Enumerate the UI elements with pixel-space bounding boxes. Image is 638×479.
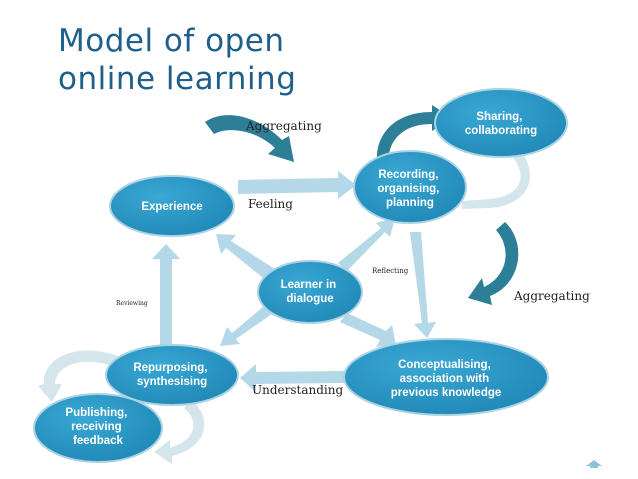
node-publishing-line-3: feedback bbox=[73, 435, 123, 447]
node-learner: Learner in dialogue bbox=[257, 260, 363, 324]
title-line-1: Model of open bbox=[58, 23, 285, 59]
arrow-experience-to-recording bbox=[238, 171, 356, 199]
corner-mark-icon bbox=[586, 460, 602, 468]
curve-recording-sharing-top bbox=[376, 105, 452, 168]
node-recording-line-1: Recording, bbox=[378, 169, 438, 181]
svg-text:Recording, organising,: Recording, organising, planning bbox=[377, 169, 442, 209]
arrow-learner-to-experience bbox=[216, 234, 275, 281]
curve-sharing-bottom bbox=[462, 150, 530, 209]
node-publishing-line-2: receiving bbox=[71, 421, 122, 433]
node-repurposing: Repurposing, synthesising bbox=[105, 344, 239, 406]
arrow-learner-to-recording bbox=[338, 218, 395, 271]
arrow-repurposing-to-experience bbox=[152, 244, 180, 347]
svg-text:Experience: Experience bbox=[141, 201, 202, 213]
node-repurposing-line-2: synthesising bbox=[137, 376, 207, 388]
node-experience-line-1: Experience bbox=[141, 201, 202, 213]
node-publishing: Publishing, receiving feedback bbox=[33, 393, 163, 463]
node-publishing-line-1: Publishing, bbox=[65, 407, 127, 419]
curve-publishing-left bbox=[38, 350, 118, 402]
svg-text:Learner in dialogue: Learner in dialogue bbox=[281, 279, 340, 305]
svg-text:Conceptualising, associa: Conceptualising, association with previo… bbox=[391, 359, 502, 399]
curve-aggregating-top bbox=[205, 115, 294, 162]
straight-arrows bbox=[152, 171, 436, 392]
svg-text:Sharing, collaborating: Sharing, collaborating bbox=[465, 111, 537, 137]
label-feeling: Feeling bbox=[248, 197, 293, 211]
arrow-learner-to-repurposing bbox=[220, 306, 272, 346]
label-aggregating-right: Aggregating bbox=[513, 289, 590, 303]
title-line-2: online learning bbox=[58, 61, 297, 97]
arrow-learner-to-conceptualising bbox=[340, 313, 396, 347]
curved-arrows bbox=[38, 105, 530, 464]
arrow-conceptualising-to-repurposing bbox=[240, 364, 344, 392]
label-aggregating-top: Aggregating bbox=[245, 119, 322, 133]
node-conceptualising-line-3: previous knowledge bbox=[391, 387, 502, 399]
node-conceptualising: Conceptualising, association with previo… bbox=[343, 338, 549, 416]
svg-text:Repurposing, synthesisin: Repurposing, synthesising bbox=[133, 362, 210, 388]
node-sharing-line-1: Sharing, bbox=[476, 111, 522, 123]
node-recording: Recording, organising, planning bbox=[353, 150, 467, 224]
label-understanding: Understanding bbox=[252, 383, 343, 397]
node-learner-line-2: dialogue bbox=[286, 293, 333, 305]
node-conceptualising-line-1: Conceptualising, bbox=[398, 359, 491, 371]
node-sharing: Sharing, collaborating bbox=[434, 88, 568, 158]
node-recording-line-2: organising, bbox=[377, 183, 439, 195]
label-reviewing: Reviewing bbox=[116, 300, 148, 307]
node-repurposing-line-1: Repurposing, bbox=[133, 362, 207, 374]
node-learner-line-1: Learner in bbox=[281, 279, 337, 291]
node-recording-line-3: planning bbox=[386, 197, 434, 209]
arrow-recording-to-conceptualising bbox=[410, 232, 436, 338]
node-experience: Experience bbox=[109, 175, 235, 237]
svg-text:Publishing, receiving: Publishing, receiving feedback bbox=[65, 407, 130, 447]
node-conceptualising-line-2: association with bbox=[400, 373, 489, 385]
label-reflecting: Reflecting bbox=[372, 267, 409, 275]
curve-publishing-right bbox=[154, 400, 205, 464]
page-title: Model of open online learning bbox=[58, 22, 296, 98]
curve-aggregating-right bbox=[468, 222, 519, 305]
node-sharing-line-2: collaborating bbox=[465, 125, 537, 137]
